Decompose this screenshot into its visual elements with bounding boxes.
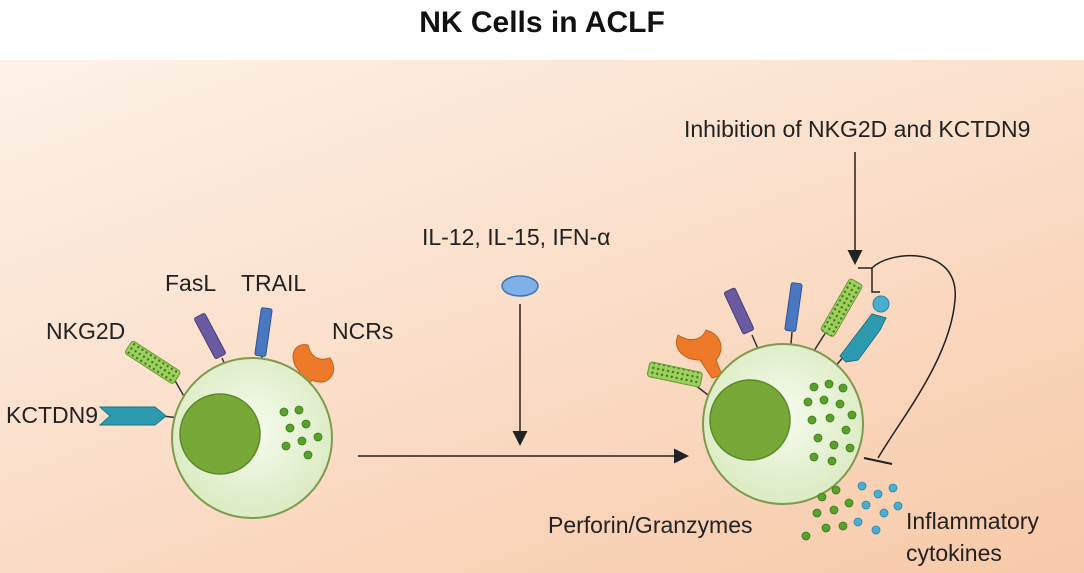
- label-cytokines-in: IL-12, IL-15, IFN-α: [422, 224, 611, 250]
- feedback-line: [858, 254, 956, 459]
- background-panel: [0, 60, 1084, 573]
- kctdn9-receptor-left: [98, 406, 181, 426]
- granules-left: [279, 405, 323, 460]
- granules-right: [803, 379, 857, 466]
- label-inhibition: Inhibition of NKG2D and KCTDN9: [684, 116, 1031, 142]
- diagram-title: NK Cells in ACLF: [419, 6, 665, 39]
- inhibition-bar: [863, 457, 893, 465]
- kctdn9-inhibited-right: [831, 295, 890, 371]
- nk-cell-resting: [98, 307, 335, 519]
- inflammatory-cytokine-dots: [853, 481, 903, 535]
- fasl-receptor-right: [723, 287, 763, 359]
- cytokine-molecule: [501, 275, 539, 297]
- perforin-granules: [801, 485, 854, 541]
- label-ncrs: NCRs: [332, 318, 394, 344]
- label-trail: TRAIL: [241, 270, 307, 296]
- label-inflammatory-1: Inflammatory: [906, 508, 1039, 534]
- label-inflammatory-2: cytokines: [906, 540, 1002, 566]
- nkg2d-receptor-right: [646, 361, 713, 399]
- label-nkg2d: NKG2D: [46, 318, 126, 344]
- label-perforin-granzymes: Perforin/Granzymes: [548, 512, 753, 538]
- nkg2d-receptor-left: [124, 340, 186, 399]
- label-fasl: FasL: [165, 270, 217, 296]
- ncr-receptor-right: [676, 329, 723, 379]
- nk-cell-activated: [646, 278, 890, 505]
- label-kctdn9: KCTDN9: [6, 402, 99, 428]
